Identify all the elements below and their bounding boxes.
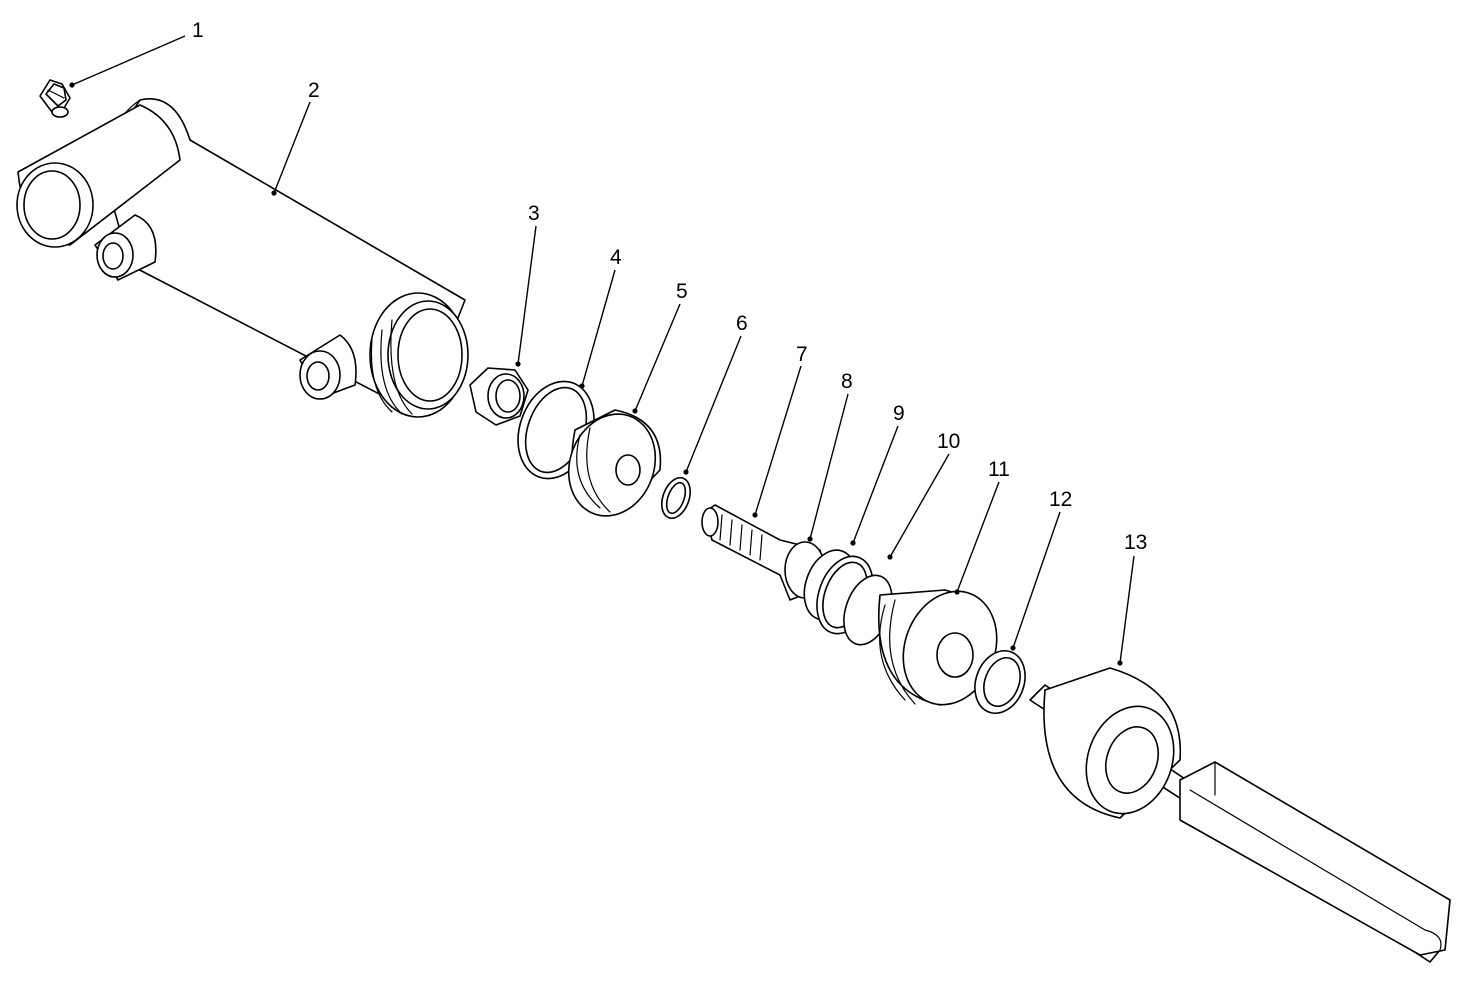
callout-3-label: 3	[528, 202, 540, 225]
callout-1-label: 1	[192, 19, 204, 42]
callout-7-label: 7	[796, 343, 808, 366]
callout-5-label: 5	[676, 280, 688, 303]
part-1-grease-fitting	[39, 79, 71, 118]
callout-12-label: 12	[1049, 488, 1072, 511]
callout-6: 6	[683, 312, 748, 475]
callout-5: 5	[632, 280, 688, 414]
callout-13-label: 13	[1124, 531, 1147, 554]
callout-9: 9	[850, 402, 905, 546]
part-5-piston	[567, 409, 662, 517]
callout-4: 4	[579, 246, 622, 389]
part-2-cylinder-body	[16, 98, 469, 418]
callout-6-label: 6	[736, 312, 748, 335]
part-11-gland	[878, 589, 998, 706]
callout-13: 13	[1117, 531, 1147, 666]
callout-8: 8	[807, 370, 853, 542]
callout-4-label: 4	[610, 246, 622, 269]
callout-11: 11	[954, 458, 1010, 595]
callout-3: 3	[515, 202, 540, 367]
callout-1: 1	[69, 19, 204, 88]
part-12-wiper-seal	[974, 650, 1026, 714]
callout-11-label: 11	[988, 458, 1010, 481]
callout-10: 10	[887, 430, 960, 560]
callout-10-label: 10	[937, 430, 960, 453]
callout-8-label: 8	[841, 370, 853, 393]
callout-12: 12	[1010, 488, 1072, 651]
part-13-rod-clevis	[1029, 667, 1451, 963]
callout-2: 2	[271, 79, 320, 196]
callout-7: 7	[752, 343, 808, 518]
part-6-o-ring	[661, 476, 691, 520]
part-7-stem	[701, 504, 829, 601]
callout-9-label: 9	[893, 402, 905, 425]
callout-2-label: 2	[308, 79, 320, 102]
part-3-hex-nut	[469, 367, 529, 426]
